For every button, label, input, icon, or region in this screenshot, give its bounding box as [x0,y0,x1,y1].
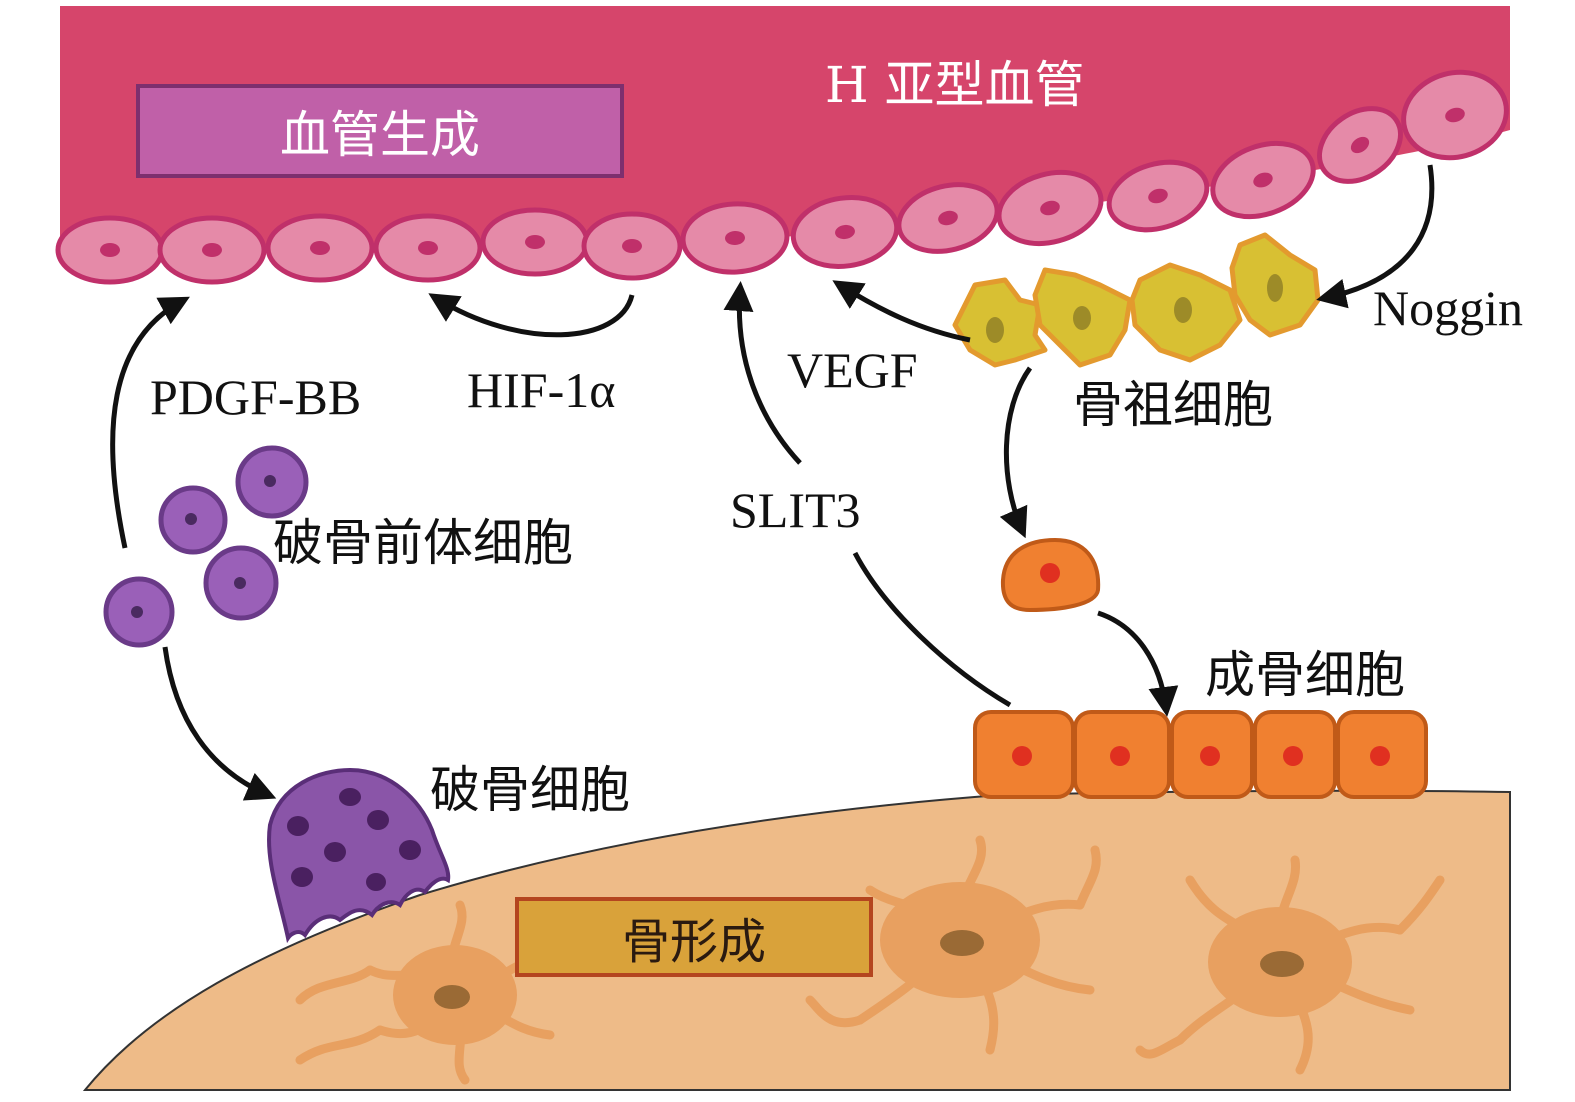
endothelial-nucleus [418,241,438,255]
osteoprogenitor-nucleus [1267,274,1283,302]
slit3-origin-line [852,551,1012,708]
preosteoclast-nucleus [264,475,276,487]
osteoblast-layer [973,710,1428,799]
osteoprogenitor-nucleus [986,317,1004,343]
osteoblast-nucleus [1370,746,1390,766]
angiogenesis-box: 血管生成 [136,84,624,178]
label-osteoclast: 破骨细胞 [430,761,630,819]
label-slit3: SLIT3 [730,482,861,538]
arrow-preosteoblast-to-osteoblast [1097,610,1179,717]
endothelial-nucleus [1148,188,1168,204]
label-vegf: VEGF [787,342,918,398]
osteoblast-nucleus [1110,746,1130,766]
label-osteoprogenitor: 骨祖细胞 [1073,376,1273,434]
label-pdgf-bb: PDGF-BB [150,369,362,425]
endothelial-nucleus [310,241,330,255]
endothelial-nucleus [938,210,958,226]
arrow-noggin [1316,164,1435,309]
osteoblast-nucleus [1283,746,1303,766]
osteoprogenitor-nuclei [986,274,1283,343]
label-preosteoclast: 破骨前体细胞 [273,514,573,572]
osteocyte-nucleus [940,930,984,956]
preosteoclast-nucleus [185,513,197,525]
endothelial-nucleus [1040,200,1060,216]
endothelial-nucleus [202,243,222,257]
arrow-pdgf-bb [110,296,190,549]
endothelial-nucleus [622,239,642,253]
preosteoclast-nuclei [131,475,276,618]
signal-arrows [110,164,1435,801]
osteoclast-cell [267,767,451,944]
arrow-progenitor-to-preosteoblast [999,366,1033,539]
osteoprogenitor-nucleus [1174,297,1192,323]
endothelial-nucleus [1253,172,1273,188]
arrow-preosteoclast-to-osteoclast [162,646,277,801]
label-hif-1a: HIF-1α [467,362,616,418]
preosteoclast-nucleus [131,606,143,618]
osteocyte-nucleus [434,985,470,1009]
osteoblast-nucleus [1012,746,1032,766]
arrow-hif-1a [428,293,635,338]
pre-osteoblast-nucleus [1040,563,1060,583]
osteoblast-nucleus [1200,746,1220,766]
arrow-vegf [832,280,971,343]
label-noggin: Noggin [1373,280,1523,336]
osteocyte-nucleus [1260,951,1304,977]
bone-formation-box: 骨形成 [515,897,873,977]
label-osteoblast: 成骨细胞 [1205,646,1405,704]
osteoprogenitor-nucleus [1073,306,1091,330]
endothelial-nucleus [725,230,745,246]
vessel-title: H 亚型血管 [825,56,1085,114]
arrow-slit3-to-vessel [723,281,802,465]
endothelial-nucleus [100,243,120,257]
endothelial-cell-layer [55,69,1509,285]
osteocyte-bodies [393,882,1352,1045]
endothelial-nucleus [525,235,545,249]
osteoclast-nuclei [287,788,421,891]
endothelial-nucleus [835,224,855,240]
preosteoclast-nucleus [234,577,246,589]
endothelial-nucleus [1350,136,1370,154]
osteoclast-body [267,767,451,944]
endothelial-nucleus [1445,107,1465,123]
osteoprogenitor-cells [952,232,1321,368]
pre-osteoblast-cell [1000,537,1101,613]
